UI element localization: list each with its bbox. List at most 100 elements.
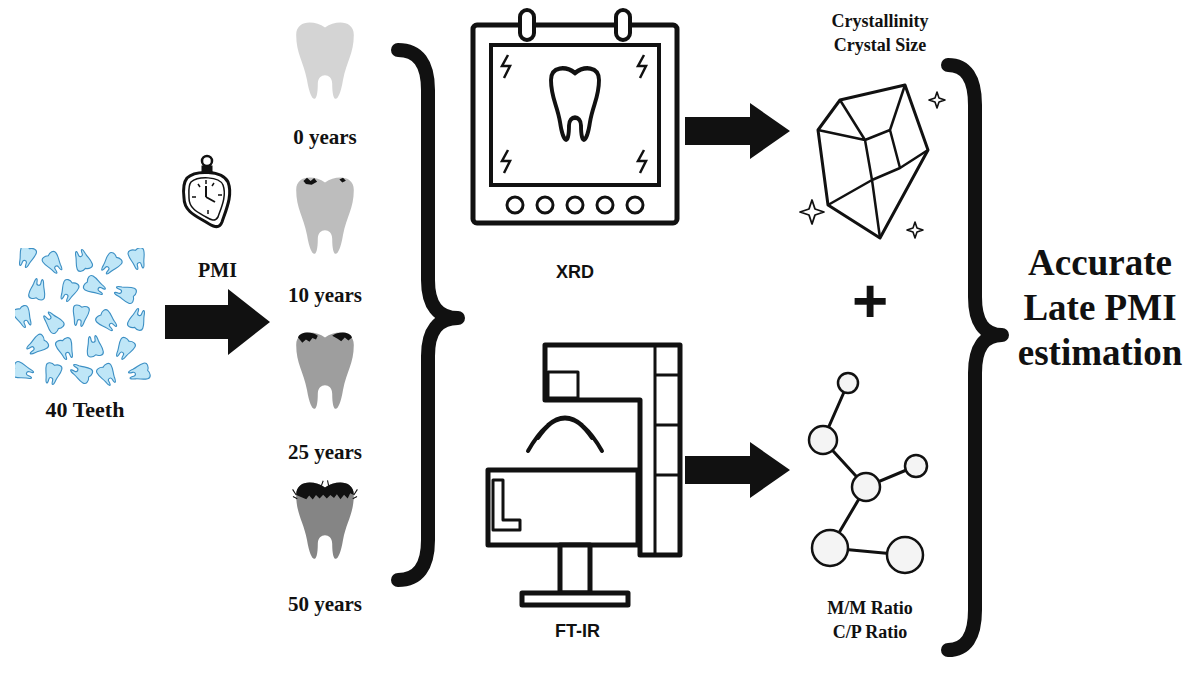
lightning (638, 150, 646, 173)
small-tooth (113, 282, 138, 304)
tooth-body (296, 23, 354, 99)
ftir-waves (528, 418, 602, 452)
molecule-bonds (823, 383, 916, 555)
small-tooth (85, 335, 104, 358)
clock-hands (206, 186, 215, 202)
lightning (502, 150, 510, 173)
clock-ring (202, 156, 212, 166)
ftir-instrument (488, 345, 680, 605)
result-block: CrystallinityCrystal Size (790, 5, 970, 250)
ftir-head (548, 372, 578, 398)
small-tooth (82, 274, 108, 298)
small-tooth (68, 361, 94, 385)
atom (852, 473, 880, 501)
xrd-button (567, 197, 583, 213)
xrd-window (491, 45, 659, 185)
clock-body (183, 172, 229, 226)
node-text: 0 years (270, 125, 380, 149)
small-tooth (127, 248, 148, 271)
method-block: FT-IR (470, 335, 685, 645)
xrd-button (597, 197, 613, 213)
atom (887, 537, 923, 573)
xrd-hook (616, 10, 630, 40)
decay-mark (298, 333, 352, 343)
ftir-base (488, 470, 638, 545)
small-tooth (24, 333, 50, 358)
curly-brace (948, 65, 1002, 650)
sample-group: 40 Teeth (5, 245, 165, 425)
small-tooth (127, 307, 149, 332)
small-tooth (71, 248, 93, 272)
atom (809, 426, 837, 454)
xrd-button (507, 197, 523, 213)
crystal-icon (800, 85, 945, 238)
clock-ticks (192, 180, 222, 214)
small-tooth (127, 362, 151, 383)
small-tooth (98, 251, 123, 277)
small-tooth (113, 336, 137, 362)
small-tooth (94, 308, 120, 334)
pmi-stage: 0 years (270, 15, 380, 160)
ftir-stripes (655, 345, 680, 555)
molecule-icon (809, 373, 927, 573)
ftir-sample (493, 480, 520, 530)
pmi-stage: 50 years (270, 475, 380, 625)
result-block: M/M RatioC/P Ratio (790, 365, 950, 650)
xrd-button (537, 197, 553, 213)
pmi-stage: 10 years (270, 170, 380, 325)
tooth-25-years (296, 333, 354, 409)
sparkle (907, 222, 923, 238)
edge-label: PMI (178, 260, 258, 280)
tooth-body (296, 178, 354, 254)
pmi-stage: 25 years (270, 325, 380, 475)
pattern-background (15, 248, 155, 386)
small-tooth (40, 309, 65, 335)
node-text: Accurate Late PMI estimation (1018, 240, 1182, 375)
small-tooth (42, 362, 63, 386)
plus-sign: + (840, 270, 900, 332)
ftir-stand (560, 545, 590, 593)
node-text: Crystal Size (790, 35, 970, 56)
node-text: 50 years (270, 592, 380, 616)
node-text: M/M Ratio (790, 598, 950, 619)
melting-clock (183, 156, 229, 227)
node-text: FT-IR (470, 621, 685, 642)
tooth-0-years (296, 23, 354, 99)
small-tooth (15, 248, 37, 269)
teeth-pattern (15, 248, 155, 386)
xrd-frame (473, 25, 677, 223)
small-tooth (57, 278, 80, 303)
lightning (638, 55, 646, 78)
curly-brace (398, 50, 458, 580)
tooth-body (296, 333, 354, 409)
crystal-facets (818, 85, 928, 238)
lightning (502, 55, 510, 78)
sparkle (929, 92, 945, 108)
tooth-10-years (296, 178, 354, 254)
small-tooth (15, 304, 35, 329)
atom (838, 373, 858, 393)
small-tooth (41, 250, 66, 276)
small-tooth (15, 361, 35, 383)
sparkle (800, 200, 824, 224)
block-arrow (685, 103, 790, 159)
xrd-button (627, 197, 643, 213)
small-tooth (71, 304, 90, 327)
block-arrow (165, 289, 270, 355)
outcome-block: Accurate Late PMI estimation (1005, 240, 1195, 425)
small-tooth (55, 337, 77, 362)
tooth-50-years (293, 480, 358, 558)
method-block: XRD (465, 5, 685, 285)
node-text: Crystallinity (790, 11, 970, 32)
node-text: 40 Teeth (5, 397, 165, 422)
small-tooth (28, 278, 47, 301)
ftir-foot (522, 593, 628, 605)
atom (905, 455, 927, 477)
crystal-outline (818, 85, 928, 238)
tooth-body (296, 483, 354, 559)
decay-mark (303, 178, 345, 185)
atom (812, 530, 848, 566)
block-arrow (685, 442, 790, 498)
xrd-machine (473, 10, 677, 223)
